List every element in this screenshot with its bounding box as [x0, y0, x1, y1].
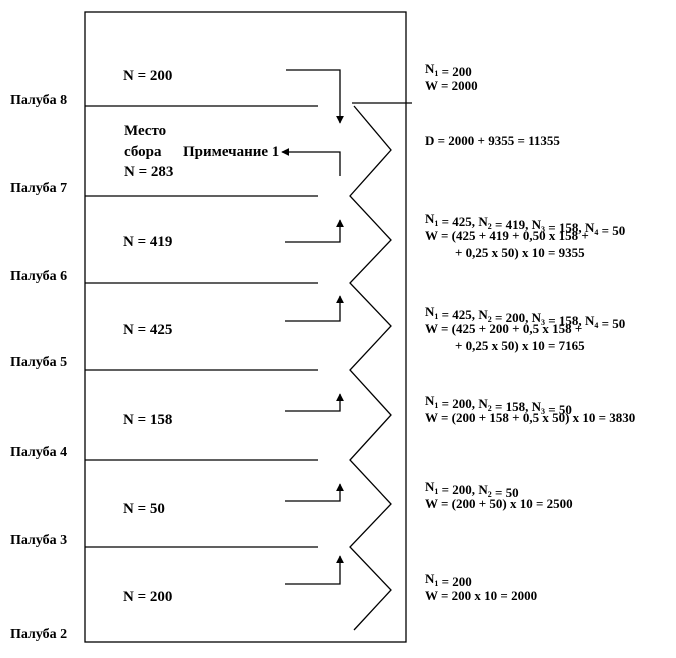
calc-text: = 158,	[492, 399, 532, 414]
calc-text: = 50	[598, 223, 625, 238]
flow-arrow-up	[285, 219, 344, 243]
calc-subscript: 1	[434, 219, 438, 228]
calc-text: = 419,	[492, 217, 532, 232]
note-reference: Примечание 1	[183, 144, 279, 160]
calc-text: N	[425, 393, 435, 408]
calc-text: N	[425, 61, 435, 76]
deck-floor-lines	[85, 102, 412, 548]
calc-subscript: 2	[488, 315, 492, 324]
calc-text: N	[478, 307, 488, 322]
calc-subscript: 1	[434, 487, 438, 496]
calc-subscript: 2	[488, 404, 492, 413]
calc-text: N	[532, 217, 542, 232]
calc-subscript: 4	[594, 228, 598, 237]
calc-text: W = 2000	[425, 78, 478, 93]
calc-text: = 50	[598, 316, 625, 331]
calc-text: + 0,25 x 50) x 10 = 9355	[455, 245, 585, 260]
assembly-station-label-2: сбора	[124, 144, 162, 160]
calc-text: N	[585, 313, 595, 328]
calc-subscript: 1	[434, 69, 438, 78]
zone-count-deck-6: N = 419	[123, 234, 172, 250]
calc-text: N	[425, 304, 435, 319]
calc-text: D = 2000 + 9355 = 11355	[425, 133, 560, 148]
calc-subscript: 2	[488, 490, 492, 499]
calc-block-total: D = 2000 + 9355 = 11355	[425, 133, 560, 148]
zone-occupant-counts: N = 200 Место сбора Примечание 1 N = 283…	[123, 68, 279, 605]
zone-count-deck-8: N = 200	[123, 68, 172, 84]
calc-text: = 200,	[438, 482, 478, 497]
calc-text: N	[478, 482, 488, 497]
building-outline	[84, 11, 407, 643]
calc-subscript: 4	[594, 321, 598, 330]
deck-label-4: Палуба 4	[10, 445, 67, 460]
deck-label-6: Палуба 6	[10, 269, 67, 284]
calc-text: N	[585, 220, 595, 235]
calc-text: N	[532, 310, 542, 325]
calc-text: = 50	[492, 485, 519, 500]
calc-text: = 425,	[438, 214, 478, 229]
deck-labels: Палуба 8 Палуба 7 Палуба 6 Палуба 5 Палу…	[10, 93, 67, 642]
calc-text: N	[425, 571, 435, 586]
flow-arrow-up	[285, 295, 344, 322]
flow-arrow-up	[285, 555, 344, 585]
zone-count-deck-4: N = 158	[123, 412, 172, 428]
calc-text: = 200,	[438, 396, 478, 411]
calc-text: N	[478, 396, 488, 411]
calc-text: W = (425 + 200 + 0,5 x 158 +	[425, 321, 582, 336]
flow-arrow-down	[286, 69, 344, 124]
zone-count-deck-7: N = 283	[124, 164, 173, 180]
deck-label-3: Палуба 3	[10, 533, 67, 548]
calc-subscript: 3	[541, 225, 545, 234]
calc-text: = 158,	[545, 313, 585, 328]
calc-block-deck-5: N1 = 425, N2 = 200, N3 = 158, N4 = 50W =…	[425, 304, 625, 353]
deck-label-2: Палуба 2	[10, 627, 67, 642]
flow-arrow-left	[281, 148, 341, 176]
staircase-zigzag	[349, 105, 392, 631]
zone-count-deck-2: N = 200	[123, 589, 172, 605]
deck-label-7: Палуба 7	[10, 181, 67, 196]
calc-text: = 200,	[492, 310, 532, 325]
calc-subscript: 2	[488, 222, 492, 231]
calc-subscript: 1	[434, 579, 438, 588]
zone-count-deck-3: N = 50	[123, 501, 165, 517]
calc-text: W = 200 x 10 = 2000	[425, 588, 537, 603]
calc-text: W = (425 + 419 + 0,50 x 158 +	[425, 228, 589, 243]
calc-text: N	[425, 479, 435, 494]
calc-text: = 158,	[545, 220, 585, 235]
calc-subscript: 1	[434, 312, 438, 321]
calc-text: = 200	[438, 64, 471, 79]
flow-arrow-up	[285, 393, 344, 412]
calc-text: W = (200 + 50) x 10 = 2500	[425, 496, 573, 511]
calc-text: = 200	[438, 574, 471, 589]
calc-text: N	[478, 214, 488, 229]
flow-arrow-up	[285, 483, 344, 502]
calc-subscript: 1	[434, 401, 438, 410]
calc-text: N	[425, 211, 435, 226]
calc-block-deck-6: N1 = 425, N2 = 419, N3 = 158, N4 = 50W =…	[425, 211, 625, 260]
calc-text: = 425,	[438, 307, 478, 322]
calc-subscript: 3	[541, 407, 545, 416]
calc-subscript: 3	[541, 318, 545, 327]
calc-text: N	[532, 399, 542, 414]
assembly-station-label-1: Место	[124, 123, 166, 139]
deck-label-8: Палуба 8	[10, 93, 67, 108]
flow-arrows	[281, 69, 344, 585]
calc-text: = 50	[545, 402, 572, 417]
calc-text: W = (200 + 158 + 0,5 x 50) x 10 = 3830	[425, 410, 635, 425]
zone-count-deck-5: N = 425	[123, 322, 172, 338]
deck-label-5: Палуба 5	[10, 355, 67, 370]
calc-text: + 0,25 x 50) x 10 = 7165	[455, 338, 585, 353]
